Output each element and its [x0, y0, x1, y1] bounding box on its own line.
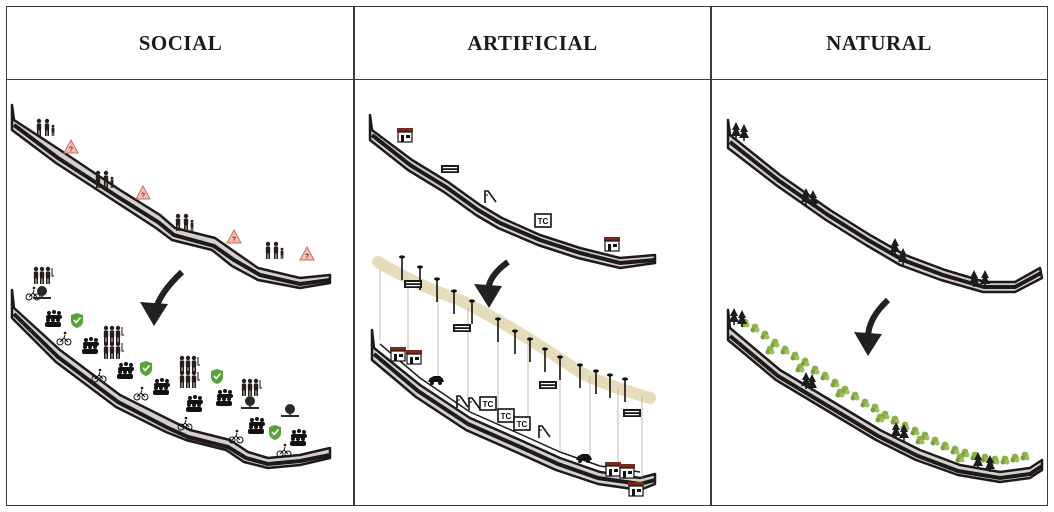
panel-title-social: SOCIAL: [7, 7, 354, 80]
slide-icon: [484, 190, 497, 204]
pine-tree-icon: [731, 122, 990, 287]
panel-title-natural: NATURAL: [711, 7, 1047, 80]
panel-artificial: ARTIFICIAL: [353, 6, 712, 506]
panel-title-artificial: ARTIFICIAL: [354, 7, 711, 80]
people-activity-icon: [34, 267, 262, 396]
family-icon: [37, 119, 284, 259]
social-slope-top: [10, 103, 332, 290]
natural-slope-top: [726, 118, 1044, 294]
transition-arrow-social: [140, 269, 185, 326]
transition-arrow-natural: [854, 297, 891, 356]
social-slope-bottom: [10, 288, 332, 470]
artificial-slope-top: [368, 113, 657, 270]
bench-icon: [441, 165, 459, 173]
kiosk-icon: [534, 213, 552, 228]
panel-social: SOCIAL: [6, 6, 355, 506]
panel-natural: NATURAL: [710, 6, 1048, 506]
transition-arrow-artificial: [474, 259, 510, 308]
natural-slope-bottom: [726, 308, 1044, 484]
